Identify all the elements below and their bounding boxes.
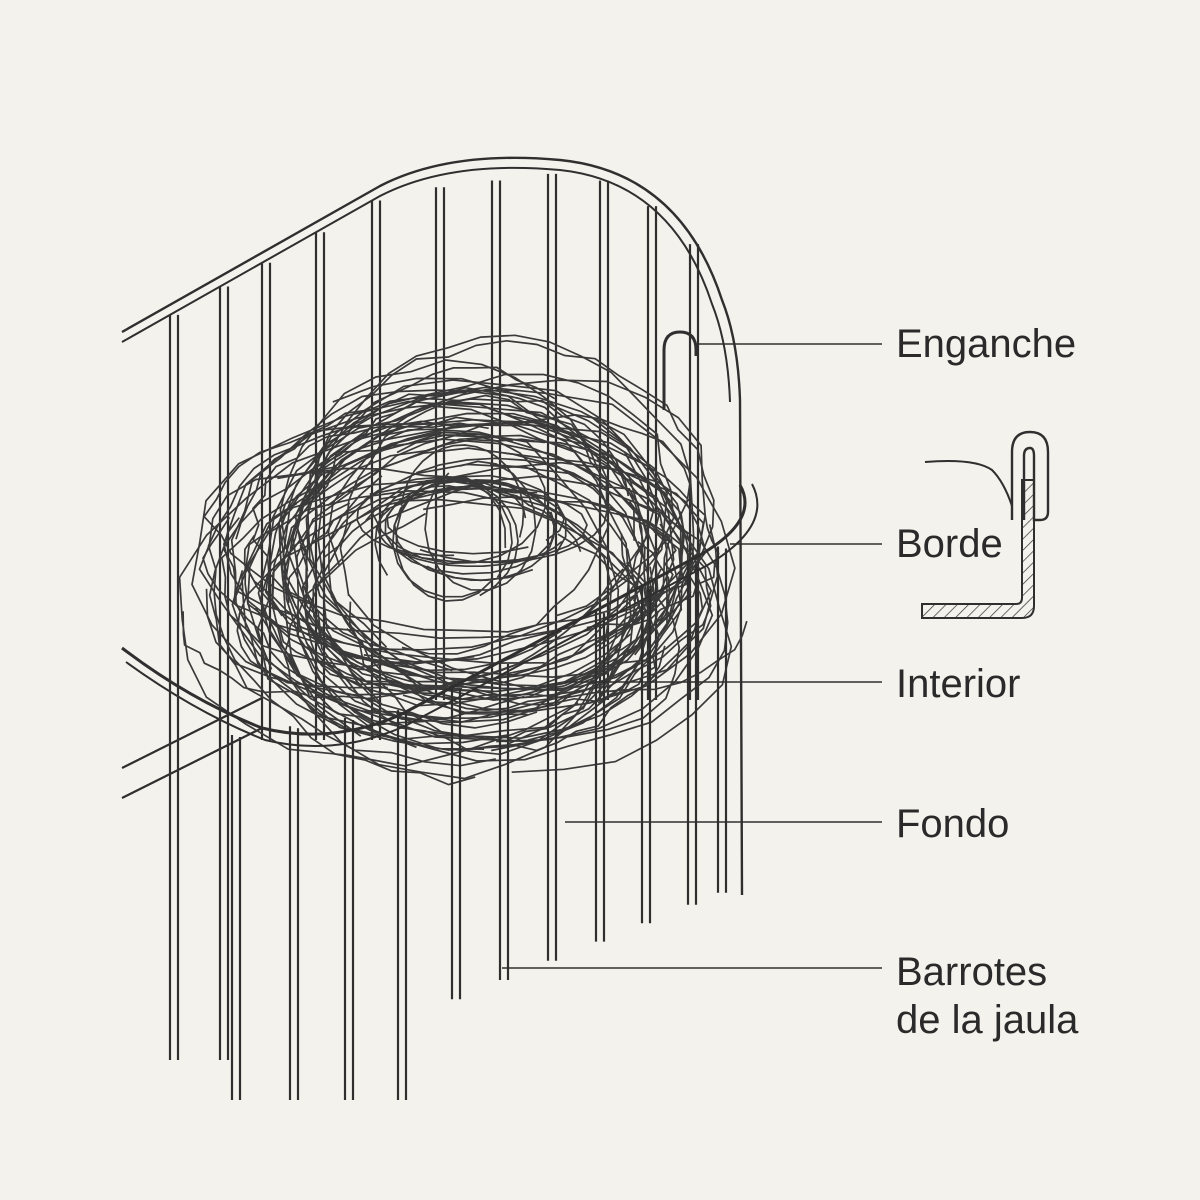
nest-strand xyxy=(279,359,602,672)
nest-inner-strand xyxy=(424,460,537,591)
nest-strand xyxy=(257,438,733,774)
nest-strand xyxy=(348,533,632,743)
nest-strand xyxy=(254,377,668,737)
nest-inner-strand xyxy=(369,434,546,565)
nest-strand xyxy=(279,386,736,716)
label-interior: Interior xyxy=(896,662,1021,706)
label-bottom: Fondo xyxy=(896,802,1010,846)
label-rim: Borde xyxy=(896,522,1003,566)
nest-strand xyxy=(202,516,704,678)
nest-strand xyxy=(309,391,467,678)
nest-strand xyxy=(312,485,538,685)
nest-strand xyxy=(203,423,635,633)
nest-strand xyxy=(327,431,683,692)
hook-icon xyxy=(662,330,698,410)
leader-lines xyxy=(502,343,882,969)
section-wire xyxy=(924,460,1013,507)
nest-strand xyxy=(306,480,689,707)
nest-strand xyxy=(304,498,712,701)
nest-inner-strand xyxy=(377,507,563,568)
nest-strand xyxy=(256,502,729,762)
nest-strand xyxy=(304,436,694,742)
nest xyxy=(178,334,748,786)
nest-inner-strand xyxy=(416,457,609,564)
nest-strand xyxy=(282,402,643,752)
cage-bars-front xyxy=(230,546,728,1100)
nest-inner-strand xyxy=(426,479,555,581)
nest-strand xyxy=(246,405,630,745)
nest-strand xyxy=(207,424,476,786)
nest-strand xyxy=(488,407,720,629)
rim-cross-section xyxy=(921,430,1050,619)
cage-top-rail-inner xyxy=(121,166,731,403)
nest-strand xyxy=(315,334,695,648)
label-bars-line1: Barrotes xyxy=(896,950,1048,994)
section-clip-icon xyxy=(1010,430,1050,522)
label-hook: Enganche xyxy=(896,322,1077,366)
nest-strand xyxy=(327,414,691,617)
nest-strand xyxy=(271,461,707,665)
label-bars: Barrotes de la jaula xyxy=(896,948,1078,1044)
nest-strand xyxy=(278,433,713,704)
cage-lower-rail xyxy=(121,697,263,799)
nest-strand xyxy=(230,389,635,738)
label-bars-line2: de la jaula xyxy=(896,998,1079,1042)
nest-inner-strand xyxy=(391,480,513,598)
cage-top-rail xyxy=(121,156,744,896)
holder-rim xyxy=(121,484,747,736)
nest-inner-strand xyxy=(400,444,525,538)
holder-rim-inner xyxy=(125,483,759,747)
nest-strand xyxy=(241,502,719,741)
nest-strand xyxy=(178,418,684,767)
nest-strand xyxy=(291,416,654,693)
nest-strand xyxy=(244,498,647,681)
nest-strand xyxy=(339,398,644,602)
nest-strand xyxy=(182,611,647,700)
nest-strand xyxy=(252,422,489,672)
